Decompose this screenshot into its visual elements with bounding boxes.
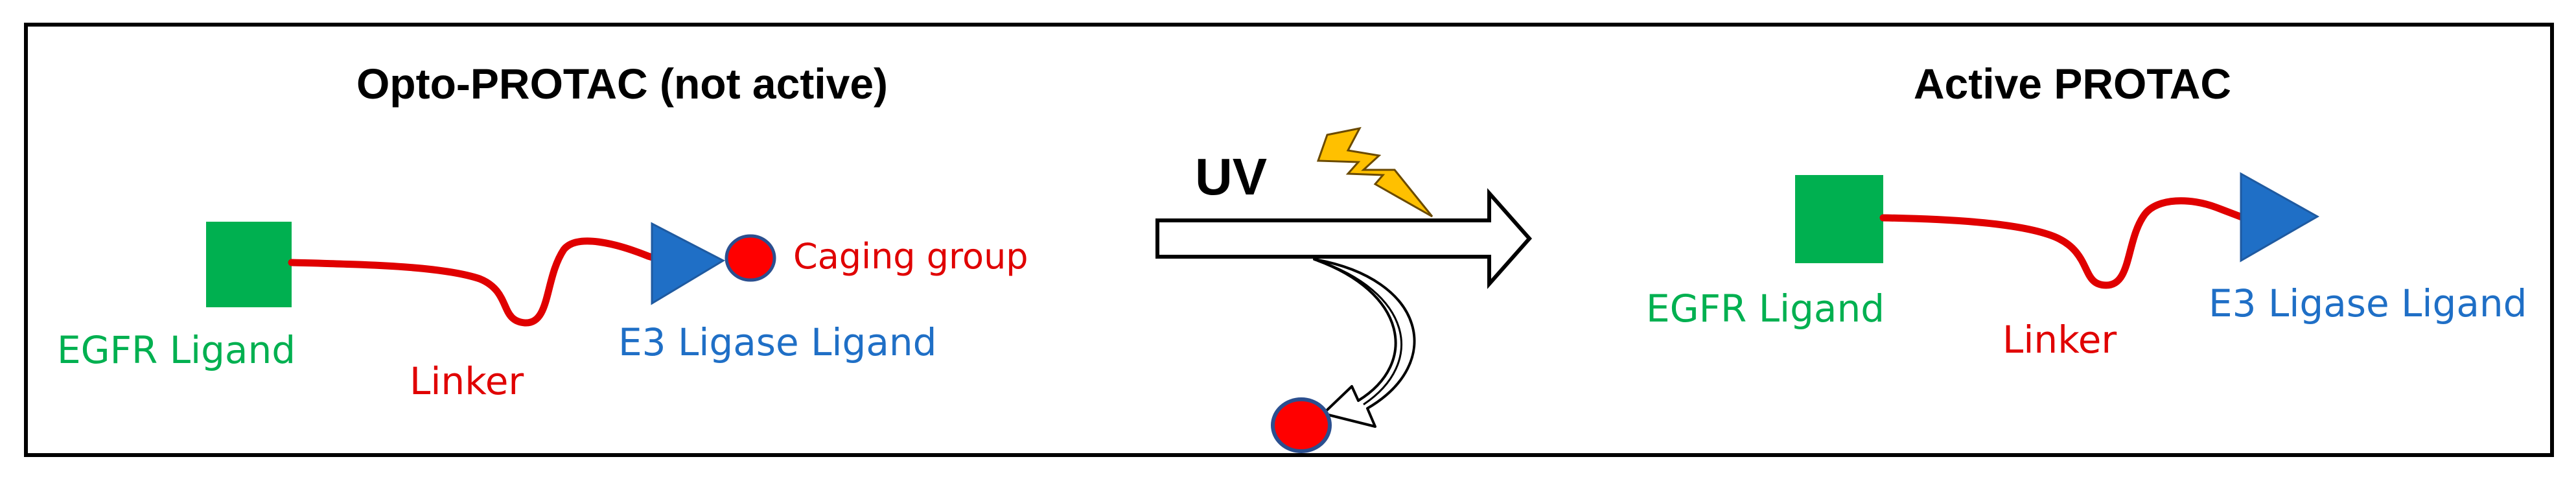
right-panel-title: Active PROTAC — [1914, 60, 2231, 108]
reaction-center: UV — [1155, 126, 1533, 453]
e3-ligase-ligand-label: E3 Ligase Ligand — [618, 320, 936, 364]
e3-ligase-triangle-icon — [651, 222, 726, 305]
linker-label: Linker — [410, 359, 524, 403]
e3-ligase-ligand-label-active: E3 Ligase Ligand — [2209, 281, 2527, 325]
egfr-ligand-square-icon-active — [1795, 175, 1883, 263]
right-panel: Active PROTAC EGFR Ligand Linker E3 Liga… — [1646, 60, 2527, 362]
lightning-bolt-icon — [1316, 126, 1433, 218]
caging-group-circle-icon — [725, 234, 776, 282]
curved-arrow-inner-line — [1314, 258, 1402, 406]
left-panel: Opto-PROTAC (not active) EGFR Ligand Lin… — [57, 60, 1028, 403]
right-arrow-icon — [1155, 188, 1533, 289]
left-panel-title: Opto-PROTAC (not active) — [356, 60, 888, 108]
egfr-ligand-label-active: EGFR Ligand — [1646, 287, 1885, 331]
caging-group-label: Caging group — [793, 236, 1028, 277]
linker-line-active — [1879, 197, 2247, 289]
linker-label-active: Linker — [2002, 318, 2117, 362]
egfr-ligand-label: EGFR Ligand — [57, 328, 296, 372]
released-caging-group-circle-icon — [1271, 397, 1332, 453]
e3-ligase-triangle-icon-active — [2240, 172, 2320, 263]
curved-arrow-icon — [1313, 258, 1416, 428]
linker-line — [288, 237, 658, 327]
uv-label: UV — [1195, 148, 1267, 205]
egfr-ligand-square-icon — [206, 222, 292, 307]
